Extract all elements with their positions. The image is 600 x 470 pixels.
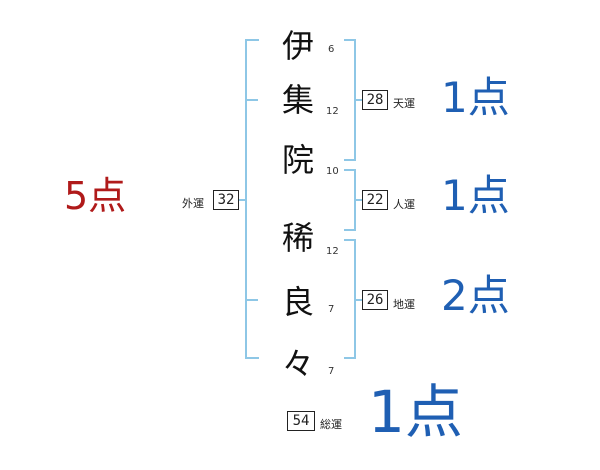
stroke-count-4: 12 — [326, 246, 339, 257]
name-char-5: 良 — [281, 283, 314, 321]
stroke-count-1: 6 — [328, 44, 335, 55]
stroke-count-6: 7 — [328, 366, 335, 377]
tenun-score: 1点 — [441, 73, 510, 122]
stroke-count-5: 7 — [328, 304, 335, 315]
jinun-score: 1点 — [441, 171, 510, 220]
name-char-3: 院 — [281, 141, 314, 179]
name-char-4: 稀 — [281, 219, 314, 257]
bracket-jinun — [344, 169, 362, 231]
souun-value-box: 54 — [287, 411, 315, 431]
souun-label: 総運 — [320, 418, 342, 431]
bracket-chiun — [344, 239, 362, 359]
chiun-label: 地運 — [393, 298, 415, 311]
tenun-value-box: 28 — [362, 90, 388, 110]
gaiun-value-box: 32 — [213, 190, 239, 210]
stroke-count-3: 10 — [326, 166, 339, 177]
stroke-count-2: 12 — [326, 106, 339, 117]
name-char-6: 々 — [281, 345, 314, 383]
chiun-score: 2点 — [441, 271, 510, 320]
gaiun-label: 外運 — [182, 197, 204, 210]
souun-score: 1点 — [368, 378, 463, 446]
chiun-value-box: 26 — [362, 290, 388, 310]
name-char-1: 伊 — [281, 27, 314, 65]
tenun-label: 天運 — [393, 97, 415, 110]
bracket-tenun — [344, 39, 362, 161]
jinun-label: 人運 — [393, 198, 415, 211]
gaiun-score: 5点 — [64, 174, 127, 218]
jinun-value-box: 22 — [362, 190, 388, 210]
name-char-2: 集 — [281, 81, 314, 119]
